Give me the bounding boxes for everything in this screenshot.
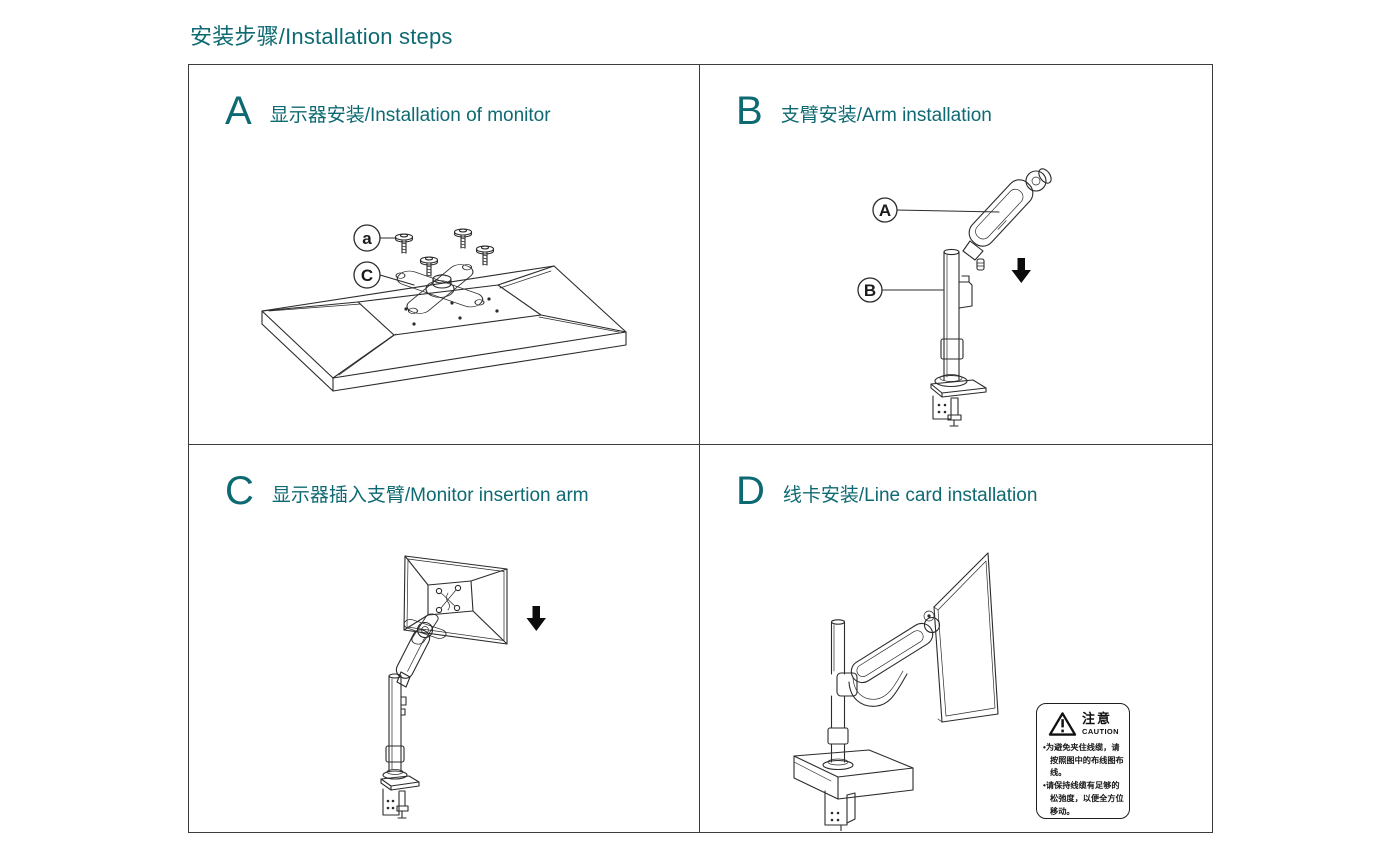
- screw: [419, 256, 439, 277]
- monitor-on-arm-illustration: [380, 555, 546, 819]
- panel-c-header: C 显示器插入支臂/Monitor insertion arm: [225, 471, 589, 511]
- panel-arm-installation: B 支臂安装/Arm installation: [700, 65, 1212, 445]
- steps-grid: A 显示器安装/Installation of monitor: [188, 64, 1213, 833]
- callout-a-label: a: [362, 229, 372, 248]
- panel-b-letter: B: [736, 89, 763, 133]
- desk: [793, 749, 914, 800]
- page-title: 安装步骤/Installation steps: [190, 24, 453, 49]
- panel-d-title: 线卡安装/Line card installation: [782, 485, 1038, 506]
- callout-c-label: C: [361, 266, 373, 285]
- panel-b-header: B 支臂安装/Arm installation: [736, 91, 992, 131]
- caution-title-en: CAUTION: [1082, 726, 1119, 736]
- monitor-back: [403, 555, 508, 645]
- spring-arm: [848, 610, 941, 707]
- panel-d-letter: D: [736, 469, 765, 513]
- panel-line-card-installation: D 线卡安装/Line card installation: [700, 445, 1212, 832]
- desk-clamp: [824, 790, 856, 831]
- panel-b-title: 支臂安装/Arm installation: [780, 105, 992, 126]
- monitor: [933, 552, 999, 723]
- caution-box: 注意 CAUTION •为避免夹住线缆，请按照图中的布线图布线。 •请保持线缆有…: [1036, 703, 1130, 819]
- callout-plate-c: C: [353, 261, 381, 289]
- screw: [475, 245, 495, 266]
- full-assembly-illustration: [793, 552, 999, 831]
- caution-title-zh: 注意: [1082, 711, 1113, 727]
- callout-arm-label: A: [879, 201, 891, 220]
- pole: [822, 619, 858, 771]
- caution-header: 注意 CAUTION: [1043, 711, 1124, 737]
- panel-monitor-insertion: C 显示器插入支臂/Monitor insertion arm: [189, 445, 700, 832]
- panel-a-header: A 显示器安装/Installation of monitor: [225, 91, 551, 131]
- panel-c-title: 显示器插入支臂/Monitor insertion arm: [271, 485, 589, 506]
- arm-and-pole-illustration: A B: [857, 168, 1052, 427]
- callout-pole-label: B: [864, 281, 876, 300]
- pole-with-clamp: [380, 673, 420, 819]
- down-arrow-icon: [1011, 258, 1031, 283]
- pole-with-clamp: [930, 248, 987, 427]
- panel-a-title: 显示器安装/Installation of monitor: [269, 105, 551, 126]
- caution-line: •为避免夹住线缆，请按照图中的布线图布线。: [1043, 743, 1124, 778]
- callout-screw-a: a: [353, 224, 381, 252]
- panel-monitor-installation: A 显示器安装/Installation of monitor: [189, 65, 700, 445]
- callout-pole-b: B: [857, 277, 883, 303]
- caution-titles: 注意 CAUTION: [1082, 711, 1119, 736]
- panel-d-header: D 线卡安装/Line card installation: [736, 471, 1037, 511]
- vesa-plate-small: [403, 613, 447, 645]
- caution-line: •请保持线缆有足够的松弛度，以便全方位移动。: [1043, 781, 1124, 816]
- warning-triangle-icon: [1048, 712, 1077, 736]
- screw: [453, 228, 473, 249]
- spring-arm: [962, 168, 1052, 271]
- panel-a-letter: A: [225, 89, 252, 133]
- panel-c-letter: C: [225, 469, 254, 513]
- screw: [394, 233, 414, 254]
- monitor-back-illustration: a C: [261, 224, 627, 392]
- down-arrow-icon: [526, 606, 546, 631]
- callout-arm-a: A: [872, 197, 898, 223]
- caution-text: •为避免夹住线缆，请按照图中的布线图布线。 •请保持线缆有足够的松弛度，以便全方…: [1043, 742, 1124, 818]
